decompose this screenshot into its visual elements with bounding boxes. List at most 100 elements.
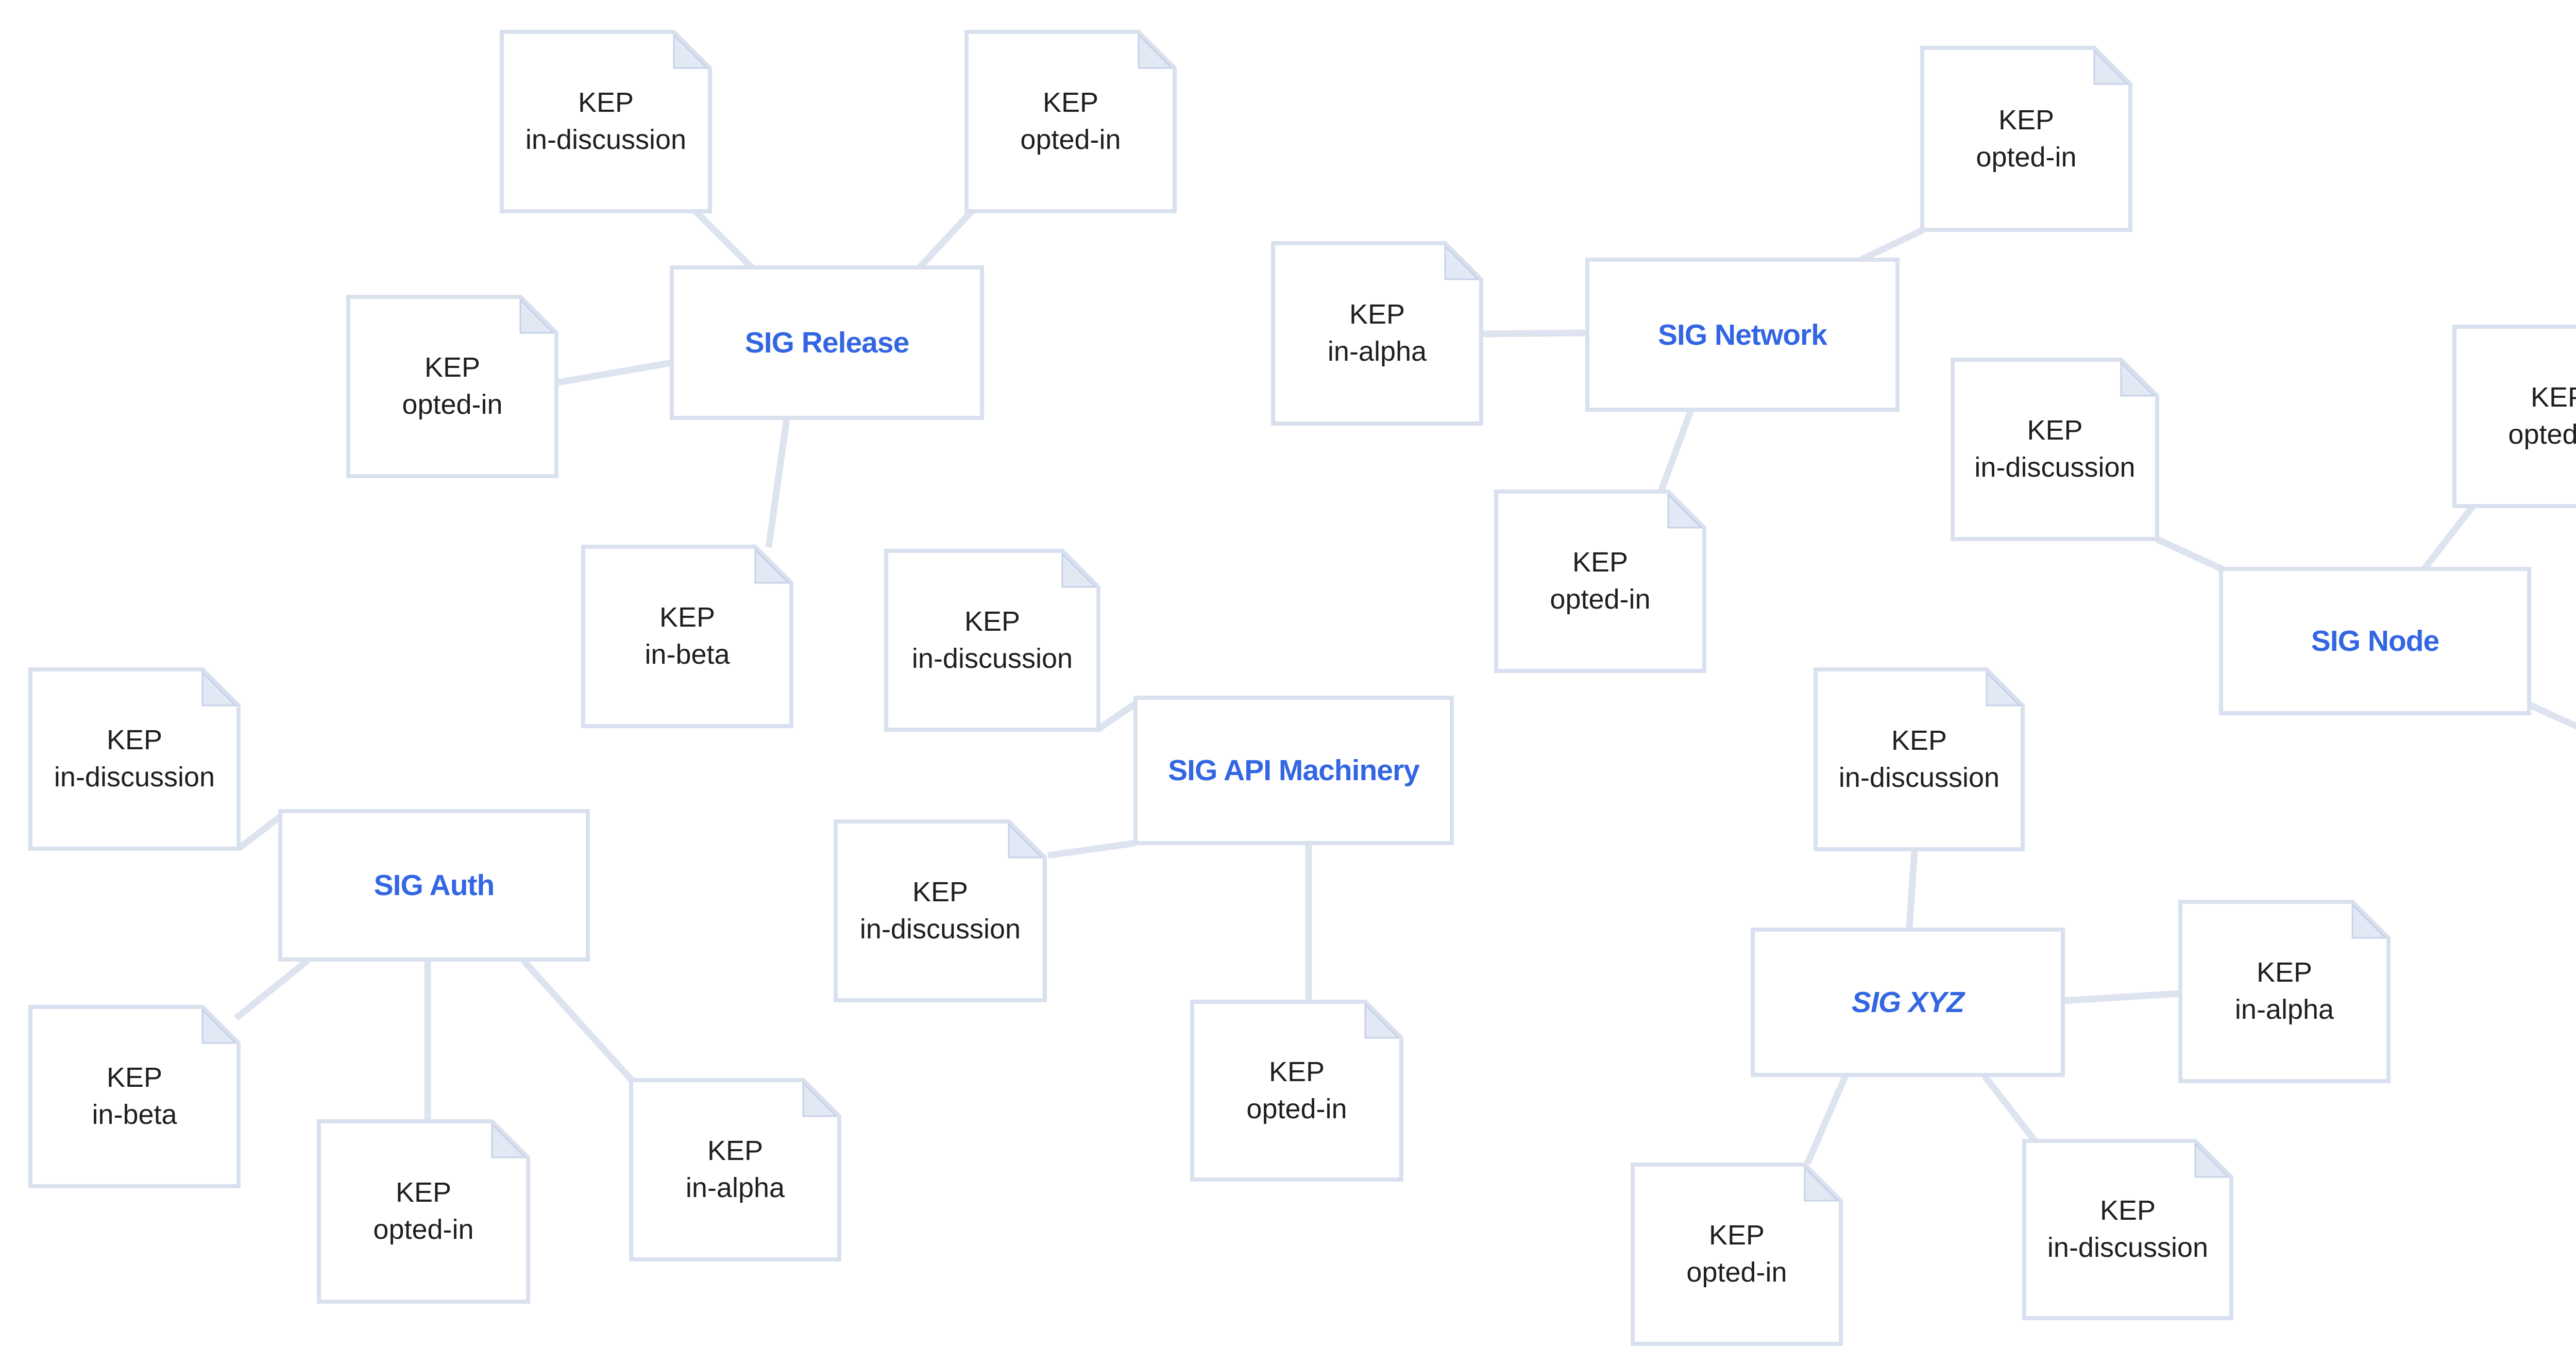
kep-title: KEP [1891, 725, 1947, 756]
folded-corner-icon [201, 670, 238, 706]
kep-title: KEP [1349, 299, 1405, 330]
edge-line [2155, 536, 2232, 576]
document-outline [884, 549, 1100, 732]
kep-status: in-discussion [911, 643, 1073, 674]
kep-title: KEP [707, 1135, 764, 1167]
document-page-icon [1190, 1000, 1403, 1182]
sig-label: SIG Auth [374, 869, 495, 902]
sig-node-auth: SIG Auth [278, 809, 590, 962]
edge-line [1906, 850, 1918, 929]
folded-corner-icon [1008, 822, 1044, 859]
sig-label: SIG Network [1658, 318, 1827, 351]
document-outline [834, 819, 1047, 1002]
edge-line [233, 957, 310, 1021]
sig-node-release: SIG Release [670, 265, 984, 420]
kep-node: KEP in-alpha [629, 1078, 841, 1261]
edge-line [1657, 409, 1694, 493]
kep-title: KEP [964, 605, 1021, 637]
sig-node-xyz: SIG XYZ [1751, 928, 2065, 1077]
kep-status: opted-in [1686, 1257, 1787, 1288]
kep-status: in-discussion [525, 124, 687, 155]
document-page-icon [28, 667, 241, 851]
sig-label: SIG Node [2311, 625, 2440, 658]
kep-node: KEP opted-in [317, 1119, 530, 1304]
document-outline [1814, 667, 2025, 851]
folded-corner-icon [491, 1122, 527, 1158]
document-page-icon [2178, 900, 2391, 1083]
document-page-icon [346, 295, 558, 478]
kep-label: KEP in-discussion [1814, 667, 2025, 851]
folded-corner-icon [201, 1008, 238, 1044]
document-page-icon [1494, 490, 1706, 673]
document-page-icon [581, 545, 793, 728]
folded-corner-icon [802, 1081, 838, 1117]
kep-node: KEP opted-in [1631, 1163, 1843, 1346]
edge-line [917, 209, 974, 271]
kep-status: in-alpha [685, 1172, 785, 1203]
kep-status: opted-in [373, 1214, 474, 1245]
kep-status: in-discussion [2047, 1232, 2209, 1263]
kep-title: KEP [395, 1177, 452, 1208]
kep-node: KEP in-alpha [2178, 900, 2391, 1083]
kep-status: in-alpha [2234, 994, 2334, 1025]
kep-title: KEP [2099, 1195, 2156, 1226]
kep-title: KEP [2256, 957, 2313, 988]
document-outline [1951, 358, 2159, 541]
kep-status: opted-in [402, 389, 503, 420]
sig-node-network: SIG Network [1585, 258, 1900, 412]
folded-corner-icon [2093, 49, 2129, 85]
kep-label: KEP in-discussion [2022, 1139, 2233, 1320]
document-outline [2178, 900, 2391, 1083]
edge-line [2528, 702, 2576, 730]
sig-label: SIG Release [744, 326, 910, 359]
document-outline [346, 295, 558, 478]
document-page-icon [964, 30, 1177, 213]
kep-title: KEP [1042, 87, 1099, 119]
document-page-icon [28, 1005, 241, 1188]
edge-line [2063, 990, 2180, 1004]
kep-label: KEP in-discussion [884, 549, 1100, 732]
document-outline [28, 667, 241, 851]
sig-label: SIG API Machinery [1168, 754, 1420, 787]
kep-status: opted-in [1550, 584, 1651, 615]
folded-corner-icon [673, 33, 709, 69]
document-page-icon [834, 819, 1047, 1002]
kep-status: in-discussion [1974, 452, 2136, 483]
folded-corner-icon [2194, 1142, 2230, 1178]
kep-title: KEP [912, 876, 969, 907]
edge-line [237, 811, 285, 851]
document-outline [1920, 46, 2132, 232]
kep-status: in-discussion [54, 762, 215, 793]
document-outline [1271, 241, 1483, 426]
document-outline [317, 1119, 530, 1304]
folded-corner-icon [1364, 1003, 1400, 1039]
sig-label: SIG XYZ [1852, 986, 1964, 1019]
kep-title: KEP [1708, 1220, 1765, 1251]
document-page-icon [1951, 358, 2159, 541]
document-page-icon [884, 549, 1100, 732]
edge-line [1804, 1074, 1849, 1165]
document-outline [581, 545, 793, 728]
document-page-icon [629, 1078, 841, 1261]
folded-corner-icon [754, 548, 790, 584]
kep-status: in-discussion [1838, 762, 2000, 793]
edge-line [557, 359, 672, 386]
